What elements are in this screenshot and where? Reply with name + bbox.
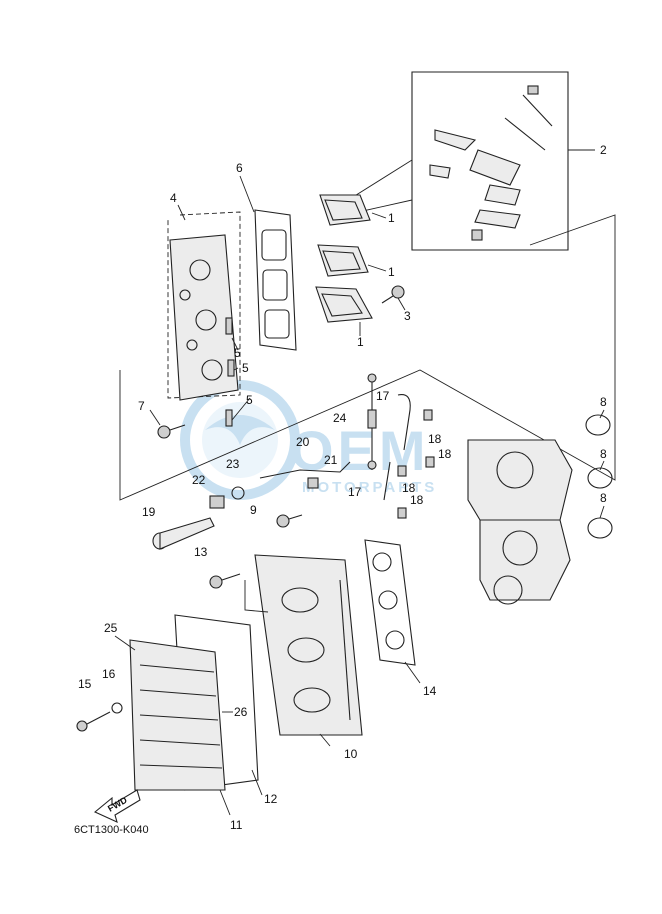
callout-1b: 1 bbox=[388, 265, 395, 279]
reed-valve-assembly-2 bbox=[317, 244, 369, 277]
callout-14: 14 bbox=[423, 684, 437, 698]
callout-1a: 1 bbox=[388, 211, 395, 225]
carburetor-assembly bbox=[467, 439, 573, 605]
callout-12: 12 bbox=[264, 792, 278, 806]
callout-11: 11 bbox=[230, 818, 243, 832]
callout-18d: 18 bbox=[410, 493, 424, 507]
callout-5b: 5 bbox=[242, 361, 249, 375]
callout-5c: 5 bbox=[246, 393, 253, 407]
fuel-hoses-17 bbox=[383, 394, 411, 501]
washer-16 bbox=[111, 702, 123, 714]
bolt-15 bbox=[76, 711, 111, 732]
callout-13: 13 bbox=[194, 545, 208, 559]
fuel-hose-joint bbox=[367, 373, 377, 470]
forward-arrow-icon: FWD bbox=[93, 789, 141, 823]
callout-17a: 17 bbox=[376, 389, 390, 403]
bolt-7 bbox=[157, 424, 186, 439]
reed-valve-kit-inset bbox=[344, 71, 569, 251]
callout-labels: 1 1 1 2 3 4 5 5 5 6 7 8 8 8 9 10 11 12 1… bbox=[78, 143, 607, 832]
callout-19: 19 bbox=[142, 505, 156, 519]
intake-gasket bbox=[254, 209, 297, 351]
callout-1c: 1 bbox=[357, 335, 364, 349]
forward-arrow-label: FWD bbox=[106, 795, 129, 814]
callout-18c: 18 bbox=[402, 481, 416, 495]
intake-manifold bbox=[167, 211, 241, 401]
callout-16: 16 bbox=[102, 667, 116, 681]
gasket-14 bbox=[364, 539, 416, 666]
watermark-logo-text: OEM bbox=[290, 419, 430, 482]
callout-17b: 17 bbox=[348, 485, 362, 499]
bushing-22 bbox=[209, 495, 225, 509]
callout-8b: 8 bbox=[600, 447, 607, 461]
callout-7: 7 bbox=[138, 399, 145, 413]
callout-22: 22 bbox=[192, 473, 206, 487]
callout-15: 15 bbox=[78, 677, 92, 691]
callout-2: 2 bbox=[600, 143, 607, 157]
watermark-logo: OEM MOTORPARTS bbox=[180, 380, 437, 500]
callout-9: 9 bbox=[250, 503, 257, 517]
callout-18a: 18 bbox=[428, 432, 442, 446]
reed-valve-screw bbox=[381, 285, 405, 304]
drawing-code: 6CT1300-K040 bbox=[74, 824, 149, 836]
reed-valve-assembly-3 bbox=[315, 286, 373, 323]
callout-3: 3 bbox=[404, 309, 411, 323]
bolt-13 bbox=[209, 573, 241, 589]
plate-outline bbox=[119, 214, 616, 501]
shaft-19 bbox=[152, 517, 215, 550]
manifold-bolts bbox=[225, 317, 235, 427]
callout-8a: 8 bbox=[600, 395, 607, 409]
callout-26: 26 bbox=[234, 705, 248, 719]
silencer-plate-10 bbox=[254, 554, 363, 736]
plate-10-outline bbox=[244, 580, 269, 613]
washer-23 bbox=[231, 486, 245, 500]
silencer-cover-25 bbox=[129, 639, 226, 791]
watermark-sub-text: MOTORPARTS bbox=[302, 479, 437, 496]
callout-25: 25 bbox=[104, 621, 118, 635]
callout-21: 21 bbox=[324, 453, 338, 467]
callout-18b: 18 bbox=[438, 447, 452, 461]
link-rod-20 bbox=[259, 461, 351, 479]
leader-lines bbox=[114, 149, 605, 816]
callout-4: 4 bbox=[170, 191, 177, 205]
clip-21 bbox=[307, 477, 319, 489]
callout-5a: 5 bbox=[234, 346, 241, 360]
callout-20: 20 bbox=[296, 435, 310, 449]
callout-23: 23 bbox=[226, 457, 240, 471]
bolt-9 bbox=[276, 514, 303, 528]
callout-8c: 8 bbox=[600, 491, 607, 505]
callout-10: 10 bbox=[344, 747, 358, 761]
hose-clips-18 bbox=[397, 409, 435, 519]
reed-valve-assembly-1 bbox=[319, 194, 371, 226]
callout-6: 6 bbox=[236, 161, 243, 175]
callout-24: 24 bbox=[333, 411, 347, 425]
